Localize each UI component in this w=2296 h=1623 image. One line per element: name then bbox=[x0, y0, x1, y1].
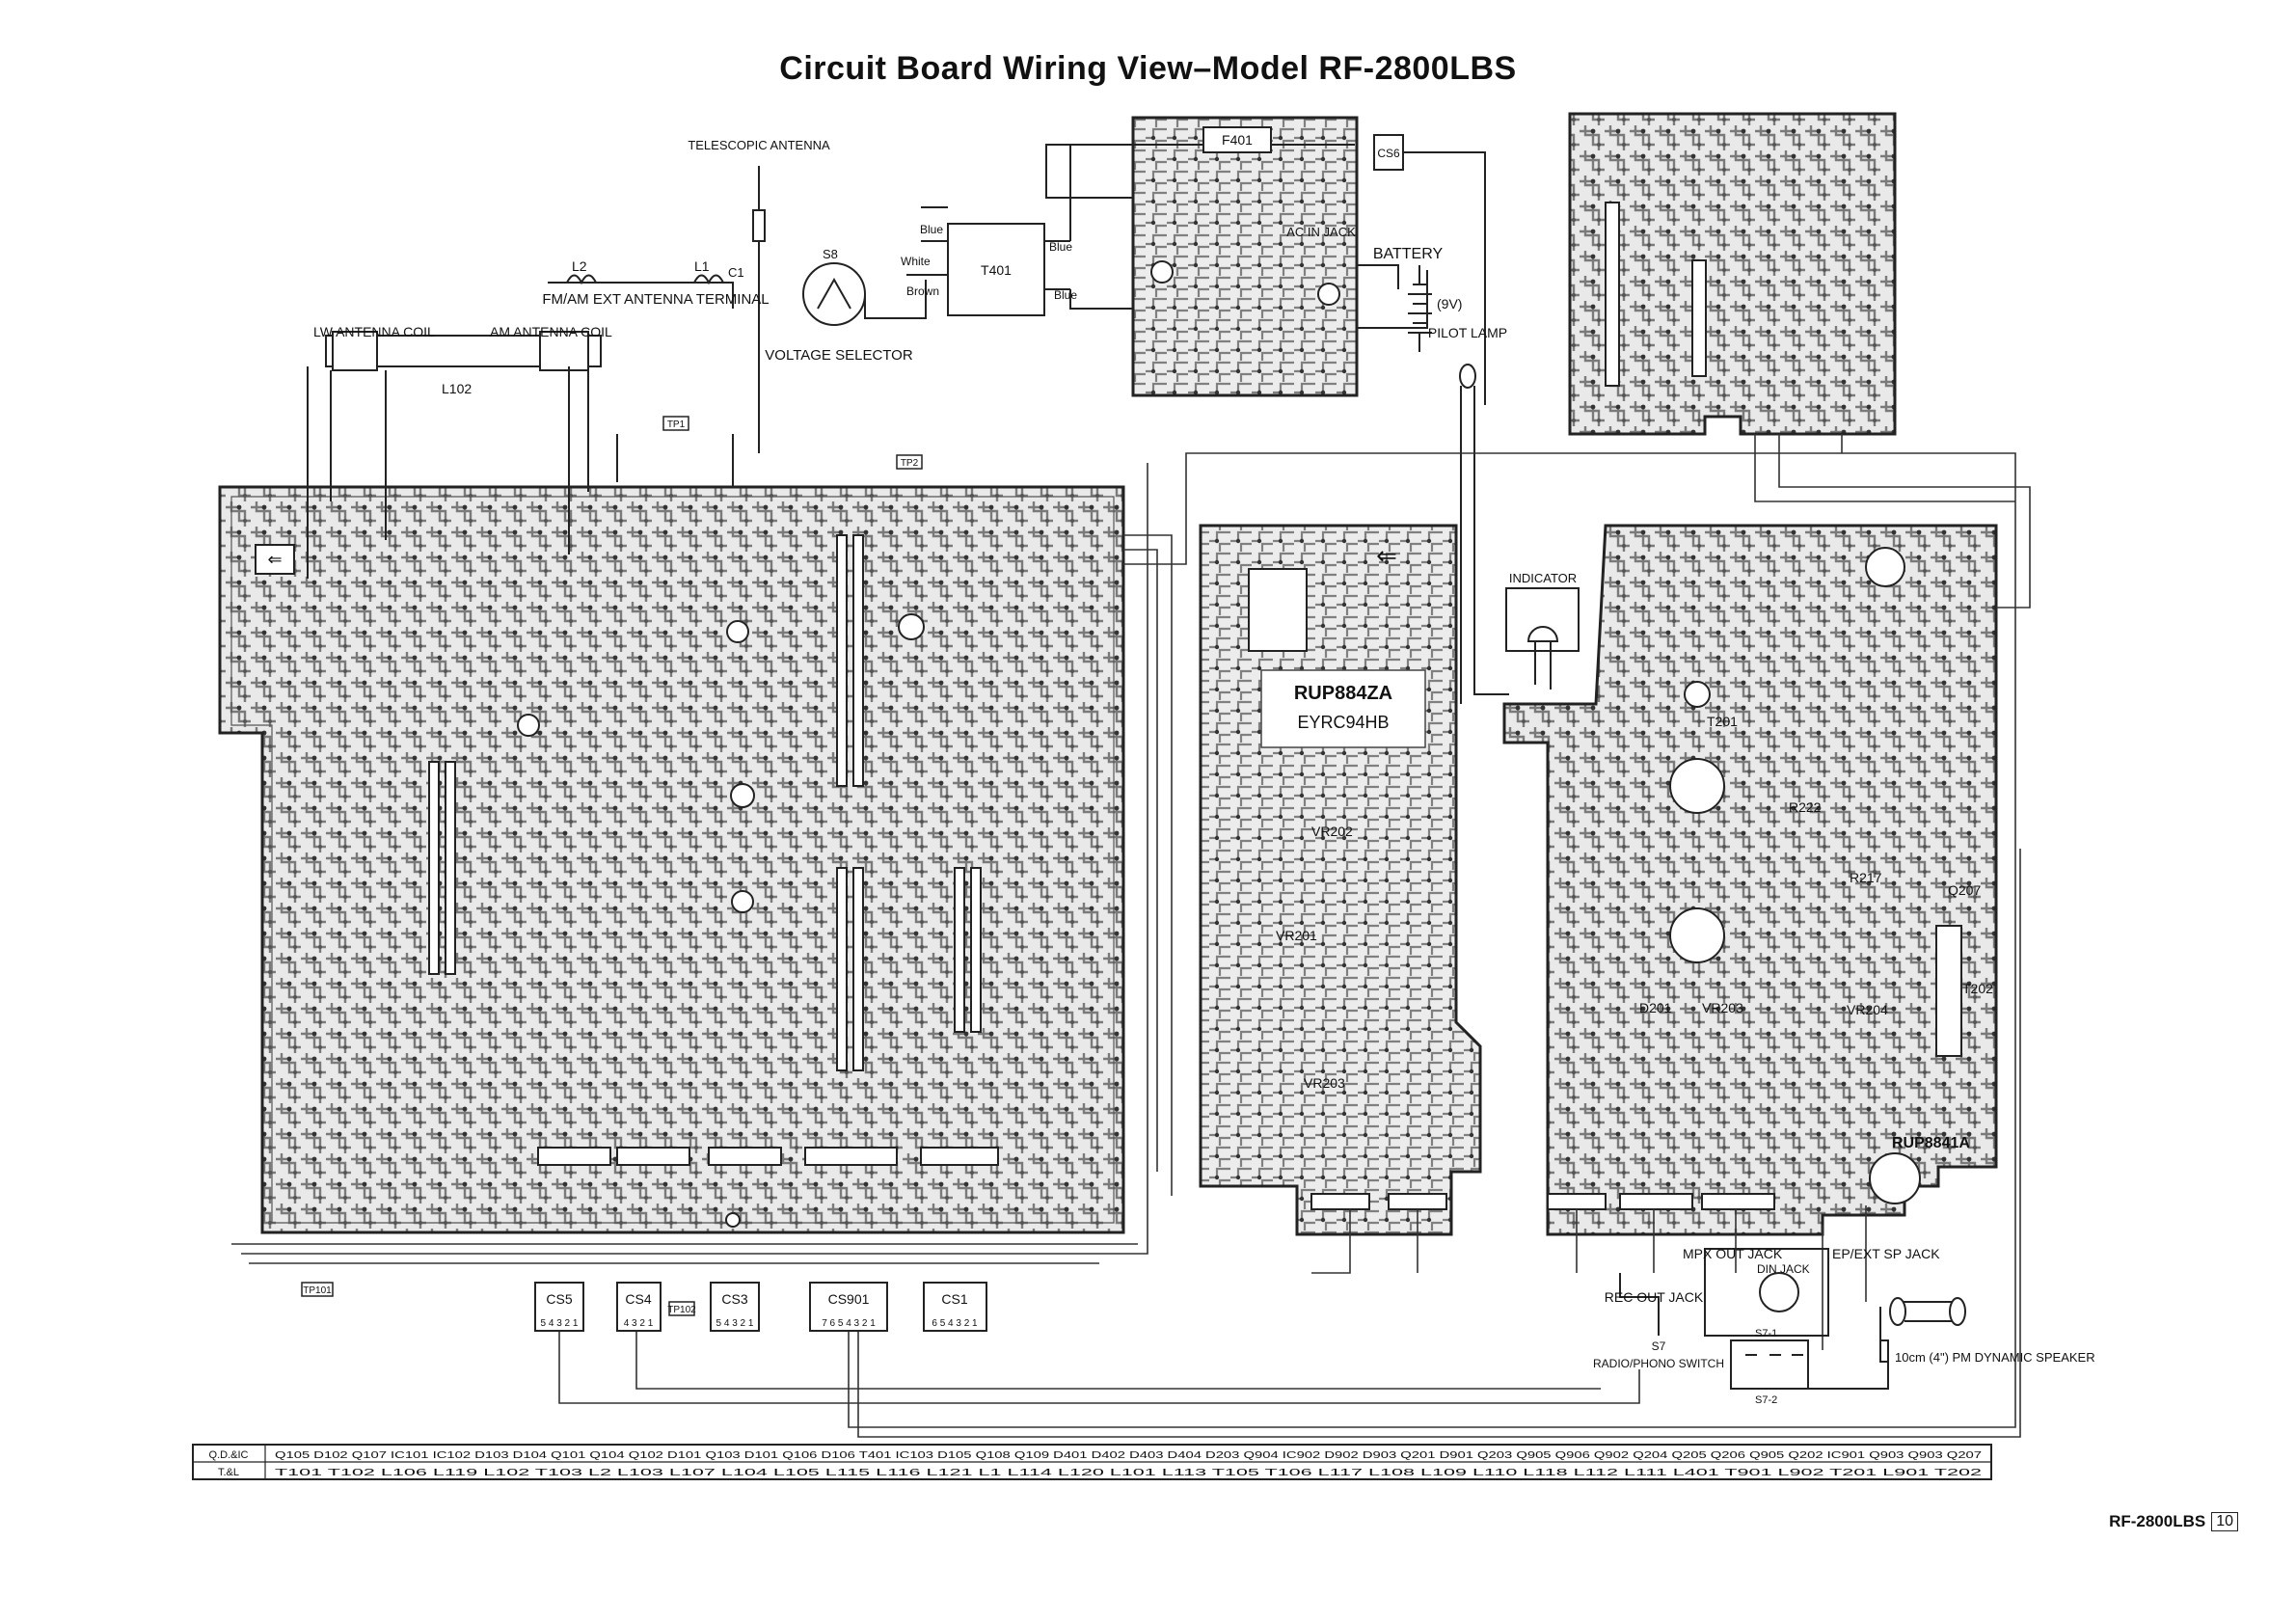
telescopic-antenna-label: TELESCOPIC ANTENNA bbox=[688, 138, 830, 152]
speaker-label: 10cm (4") PM DYNAMIC SPEAKER bbox=[1895, 1350, 2095, 1365]
f401-label: F401 bbox=[1222, 132, 1253, 148]
voltage-selector bbox=[802, 144, 1486, 405]
brown-wire: Brown bbox=[906, 284, 939, 298]
test-points bbox=[301, 416, 923, 1316]
jacks-and-switch bbox=[1619, 1248, 1966, 1390]
center-board: RUP884ZA EYRC94HB ⇐ VR202 VR201 VR203 bbox=[1199, 524, 1482, 1236]
cs6-label: CS6 bbox=[1377, 147, 1400, 160]
s7-2-label: S7-2 bbox=[1755, 1394, 1777, 1406]
battery-voltage: (9V) bbox=[1437, 296, 1462, 311]
t401-label: T401 bbox=[981, 262, 1012, 278]
q207-label: Q207 bbox=[1948, 882, 1981, 898]
battery-label: BATTERY bbox=[1373, 246, 1444, 262]
fm-am-ext-label: FM/AM EXT ANTENNA TERMINAL bbox=[542, 291, 769, 308]
cs1-pins: 6 5 4 3 2 1 bbox=[932, 1318, 978, 1329]
vr202-label: VR202 bbox=[1311, 824, 1353, 839]
voltage-selector-label: VOLTAGE SELECTOR bbox=[765, 347, 913, 364]
tp2-label: TP2 bbox=[901, 458, 919, 469]
blue-wire-2: Blue bbox=[1049, 240, 1072, 254]
wiring-harness bbox=[231, 434, 2031, 1438]
l102-label: L102 bbox=[442, 381, 472, 396]
t201-label: T201 bbox=[1707, 714, 1738, 729]
parts-table: Q.D.&IC T.&L Q105 D102 Q107 IC101 IC102 … bbox=[192, 1444, 1992, 1480]
page-title: Circuit Board Wiring View–Model RF-2800L… bbox=[779, 50, 1517, 87]
antenna-section bbox=[307, 166, 766, 579]
cs5-name: CS5 bbox=[546, 1291, 572, 1307]
tp1-label: TP1 bbox=[667, 419, 686, 430]
table-row2-label: T.&L bbox=[218, 1467, 239, 1478]
rup884za-label: RUP884ZA bbox=[1294, 683, 1392, 704]
s7-1-label: S7-1 bbox=[1755, 1328, 1777, 1339]
indicator bbox=[1505, 587, 1580, 690]
footer-model: RF-2800LBS bbox=[2109, 1512, 2206, 1530]
d201-label: D201 bbox=[1639, 1000, 1672, 1015]
vr203r-label: VR203 bbox=[1702, 1000, 1743, 1015]
cs5-pins: 5 4 3 2 1 bbox=[541, 1318, 579, 1329]
lw-coil-label: LW ANTENNA COIL bbox=[313, 324, 435, 339]
cs1-name: CS1 bbox=[941, 1291, 967, 1307]
cs4-pins: 4 3 2 1 bbox=[624, 1318, 654, 1329]
pilot-lamp bbox=[1459, 364, 1509, 704]
table-row1: Q105 D102 Q107 IC101 IC102 D103 D104 Q10… bbox=[275, 1450, 1983, 1461]
battery bbox=[1408, 265, 1432, 352]
cs4-name: CS4 bbox=[625, 1291, 651, 1307]
din-jack-label: DIN JACK bbox=[1757, 1262, 1810, 1276]
vr201-label: VR201 bbox=[1276, 928, 1317, 943]
tp101-label: TP101 bbox=[303, 1285, 332, 1296]
connector-blocks: CS5 5 4 3 2 1 CS4 4 3 2 1 CS3 5 4 3 2 1 … bbox=[534, 1282, 987, 1332]
blue-wire-1: Blue bbox=[920, 223, 943, 236]
svg-text:⇐: ⇐ bbox=[267, 550, 282, 569]
cs901-name: CS901 bbox=[828, 1291, 870, 1307]
r217-label: R217 bbox=[1850, 870, 1882, 885]
rec-out-jack-label: REC OUT JACK bbox=[1605, 1289, 1704, 1305]
c1-label: C1 bbox=[728, 265, 744, 280]
white-wire: White bbox=[901, 255, 931, 268]
ep-ext-sp-jack-label: EP/EXT SP JACK bbox=[1832, 1246, 1940, 1261]
ac-in-jack-label: AC IN JACK bbox=[1286, 225, 1356, 239]
s7-label: S7 bbox=[1652, 1339, 1666, 1353]
mpx-out-jack-label: MPX OUT JACK bbox=[1683, 1246, 1783, 1261]
t202-label: T202 bbox=[1962, 981, 1993, 996]
footer-model-id: RF-2800LBS 10 bbox=[2109, 1512, 2238, 1531]
r222-label: R222 bbox=[1789, 799, 1822, 815]
am-coil-label: AM ANTENNA COIL bbox=[490, 324, 612, 339]
power-board: F401 AC IN JACK CS6 bbox=[1131, 116, 1404, 397]
pilot-lamp-label: PILOT LAMP bbox=[1428, 325, 1507, 340]
radio-phono-switch-label: RADIO/PHONO SWITCH bbox=[1593, 1357, 1724, 1370]
l1-label: L1 bbox=[694, 258, 710, 274]
cs3-pins: 5 4 3 2 1 bbox=[716, 1318, 754, 1329]
vr204-label: VR204 bbox=[1847, 1002, 1888, 1017]
tp102-label: TP102 bbox=[667, 1305, 696, 1315]
page-number: 10 bbox=[2211, 1512, 2238, 1531]
main-tuner-board: ⇐ bbox=[218, 485, 1125, 1234]
cs3-name: CS3 bbox=[721, 1291, 747, 1307]
cs901-pins: 7 6 5 4 3 2 1 bbox=[822, 1318, 876, 1329]
s8-label: S8 bbox=[823, 247, 838, 261]
vr203-label: VR203 bbox=[1304, 1075, 1345, 1091]
eyrc94hb-label: EYRC94HB bbox=[1297, 713, 1389, 732]
indicator-label: INDICATOR bbox=[1509, 571, 1577, 585]
blue-wire-3: Blue bbox=[1054, 288, 1077, 302]
l2-label: L2 bbox=[572, 258, 587, 274]
table-row2: T101 T102 L106 L119 L102 T103 L2 L103 L1… bbox=[275, 1468, 1983, 1478]
table-row1-label: Q.D.&IC bbox=[209, 1449, 249, 1461]
amplifier-board: T201 T202 R222 R217 Q207 VR203 VR204 D20… bbox=[1502, 524, 1998, 1236]
rup8841a-label: RUP8841A bbox=[1892, 1135, 1970, 1151]
mpx-board bbox=[1568, 112, 1897, 436]
svg-text:⇐: ⇐ bbox=[1376, 541, 1397, 570]
